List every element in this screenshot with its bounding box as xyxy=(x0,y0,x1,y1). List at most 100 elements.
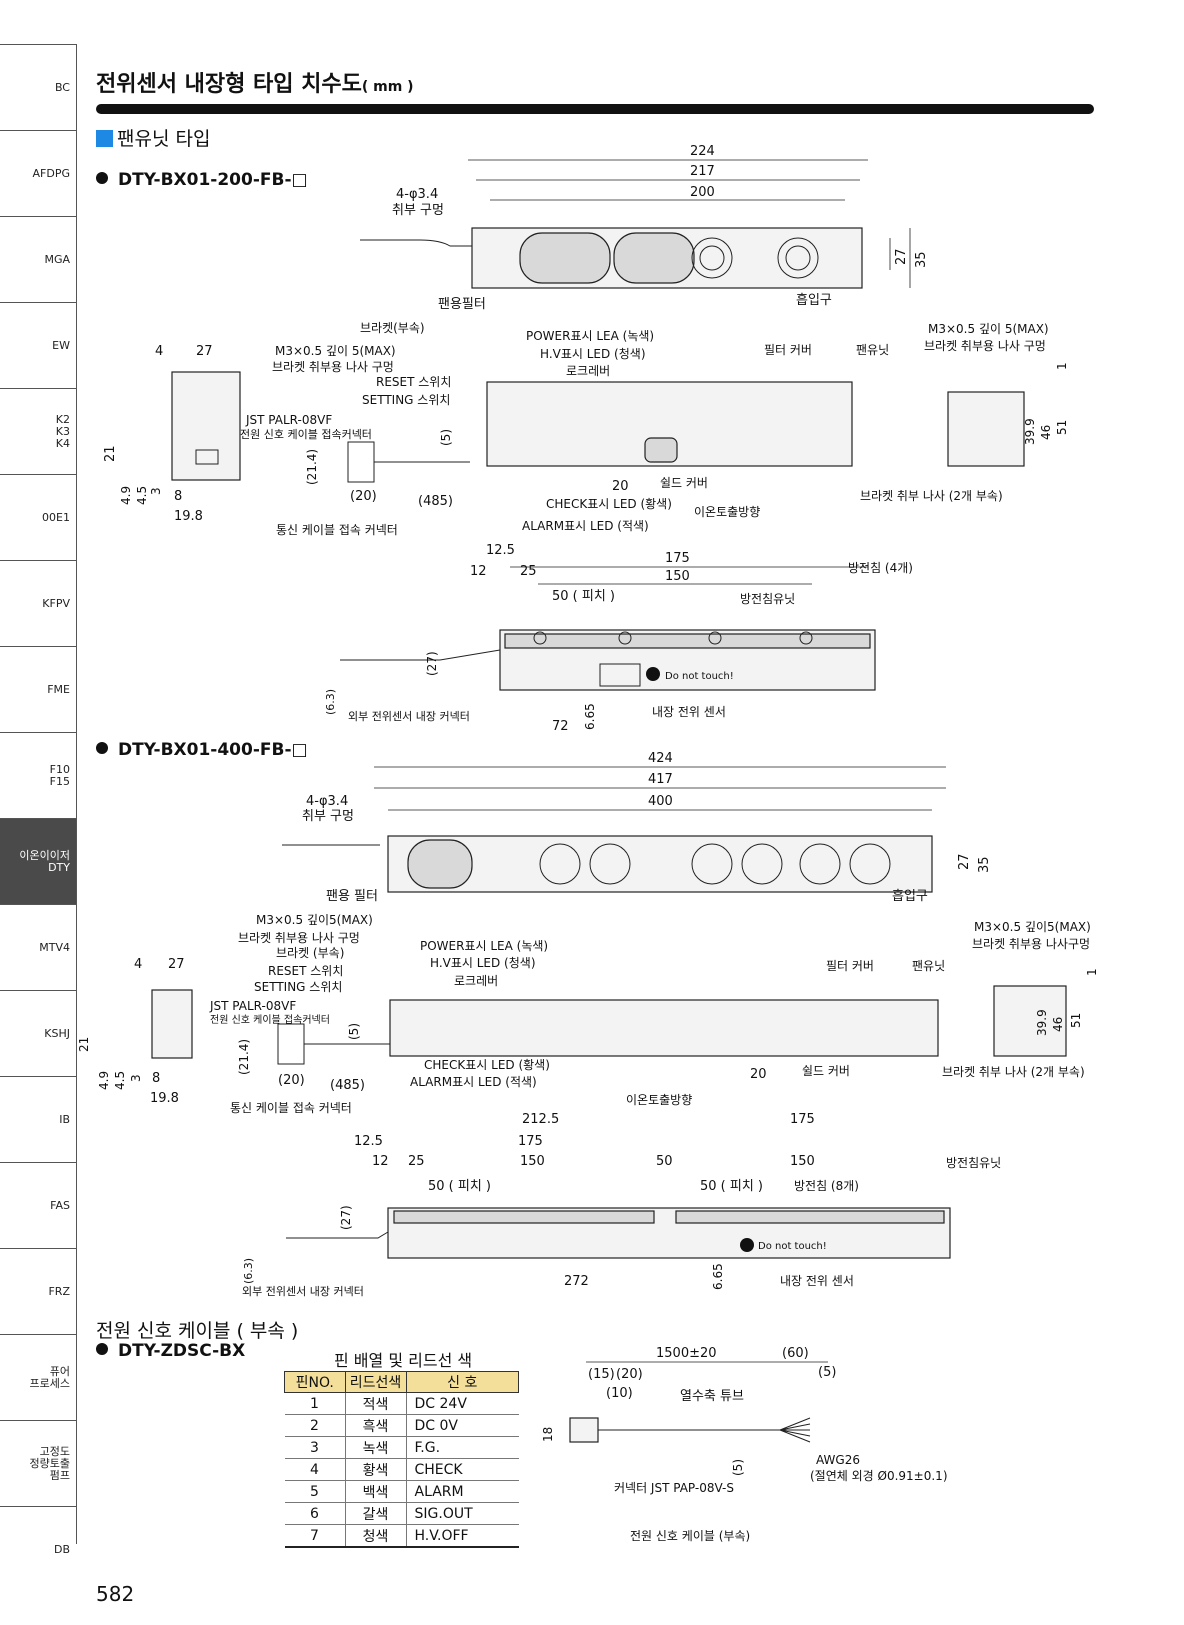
sidebar-tab-3[interactable]: EW xyxy=(0,302,76,388)
label: 방전침유닛 xyxy=(740,592,795,606)
label: 27 xyxy=(168,957,185,972)
label: 21 xyxy=(103,445,118,462)
label: 방전침 (4개) xyxy=(848,561,913,575)
sidebar-tab-15[interactable]: 퓨어 프로세스 xyxy=(0,1334,76,1420)
label: 150 xyxy=(790,1154,815,1169)
label: 8 xyxy=(174,489,182,504)
sidebar-tab-16[interactable]: 고정도 정량토출 펌프 xyxy=(0,1420,76,1506)
label: (5) xyxy=(731,1459,745,1476)
model1-front-view: 4 27 21 4.9 4.5 3 8 19.8 M3×0.5 깊이 5(MAX… xyxy=(103,321,1069,537)
label: 4 xyxy=(134,957,142,972)
label: (10) xyxy=(606,1386,633,1401)
dim-35: 35 xyxy=(914,251,929,268)
label: 브라켓 취부용 나사 구멍 xyxy=(272,360,394,374)
sidebar-tab-1[interactable]: AFDPG xyxy=(0,130,76,216)
label: 브라켓 취부용 나사구멍 xyxy=(972,937,1090,951)
section-cable: 전원 신호 케이블 ( 부속 ) xyxy=(96,1320,299,1342)
label: 25 xyxy=(408,1154,425,1169)
label: DTY-BX01-200-FB-□ xyxy=(118,170,308,190)
label: 필터 커버 xyxy=(764,343,812,357)
label: 이온토출방향 xyxy=(694,505,760,519)
label: 27 xyxy=(196,344,213,359)
dim-200: 200 xyxy=(690,185,715,200)
bullet-icon xyxy=(96,1343,108,1355)
bullet-icon xyxy=(96,172,108,184)
label: M3×0.5 깊이 5(MAX) xyxy=(275,344,396,358)
label: 212.5 xyxy=(522,1112,559,1127)
label: 4-φ3.4 xyxy=(306,794,348,809)
label: 내장 전위 센서 xyxy=(652,705,726,719)
table-cell: 녹색 xyxy=(344,1436,406,1459)
label: Do not touch! xyxy=(665,671,734,682)
label: 19.8 xyxy=(174,509,203,524)
sidebar-tab-0[interactable]: BC xyxy=(0,44,76,130)
dim-224: 224 xyxy=(690,144,715,159)
label: ALARM표시 LED (적색) xyxy=(522,519,649,533)
sidebar-tab-14[interactable]: FRZ xyxy=(0,1248,76,1334)
label: (5) xyxy=(818,1365,836,1380)
label: (485) xyxy=(330,1078,365,1093)
label: SETTING 스위치 xyxy=(254,980,342,994)
sidebar-tab-4[interactable]: K2 K3 K4 xyxy=(0,388,76,474)
table-cell: 1 xyxy=(284,1392,345,1415)
label: 4.9 xyxy=(119,486,133,505)
sidebar-tab-2[interactable]: MGA xyxy=(0,216,76,302)
label: 외부 전위센서 내장 커넥터 xyxy=(242,1285,364,1298)
label: 쉴드 커버 xyxy=(802,1064,850,1078)
label: 브라켓 취부 나사 (2개 부속) xyxy=(860,489,1003,503)
sidebar-tab-10[interactable]: MTV4 xyxy=(0,904,76,990)
label: 전원 신호 케이블 접속커넥터 xyxy=(210,1014,330,1026)
label: 쉴드 커버 xyxy=(660,476,708,490)
label: (21.4) xyxy=(305,449,319,485)
label: 12.5 xyxy=(354,1134,383,1149)
table-cell: DC 24V xyxy=(405,1392,519,1415)
bullet-icon xyxy=(96,742,108,754)
label: (21.4) xyxy=(237,1039,251,1075)
label: 150 xyxy=(665,569,690,584)
label: 열수축 튜브 xyxy=(680,1389,744,1404)
label: 필터 커버 xyxy=(826,959,874,973)
square-bullet-icon xyxy=(96,130,113,147)
label: 1 xyxy=(1055,362,1069,370)
label: M3×0.5 깊이 5(MAX) xyxy=(928,322,1049,336)
label: 통신 케이블 접속 커넥터 xyxy=(276,523,398,537)
label: 175 xyxy=(790,1112,815,1127)
label: CHECK표시 LED (황색) xyxy=(546,497,672,511)
table-cell: 갈색 xyxy=(344,1502,406,1525)
label: 19.8 xyxy=(150,1091,179,1106)
label: 팬유닛 타입 xyxy=(117,128,211,150)
sidebar-tab-9[interactable]: 이온이이저 DTY xyxy=(0,818,76,904)
label: 브라켓 (부속) xyxy=(276,946,344,960)
label: 커넥터 JST PAP-08V-S xyxy=(614,1481,734,1495)
sidebar-tab-12[interactable]: IB xyxy=(0,1076,76,1162)
sidebar-tab-13[interactable]: FAS xyxy=(0,1162,76,1248)
label: (절연체 외경 Ø0.91±0.1) xyxy=(810,1469,948,1483)
dim-217: 217 xyxy=(690,164,715,179)
table-cell: 7 xyxy=(284,1524,345,1548)
cable-drawing: 1500±20 (60) (15) (20) (5) (10) 열수축 튜브 1… xyxy=(541,1346,948,1543)
sidebar-tab-6[interactable]: KFPV xyxy=(0,560,76,646)
model2-top-view: 424 417 400 4-φ3.4 취부 구멍 27 35 팬용 필터 흡입구 xyxy=(282,751,992,904)
model1-bottom-view: 12.5 175 12 25 150 50 ( 피치 ) 방전침 (4개) 방전… xyxy=(324,543,913,734)
fan-filter-label: 팬용필터 xyxy=(438,297,486,312)
sidebar-tab-8[interactable]: F10 F15 xyxy=(0,732,76,818)
label: RESET 스위치 xyxy=(268,964,343,978)
sidebar-tab-5[interactable]: 00E1 xyxy=(0,474,76,560)
sidebar-tab-7[interactable]: FME xyxy=(0,646,76,732)
label: 팬유닛 xyxy=(856,343,889,357)
page-title: 전위센서 내장형 타입 치수도( mm ) xyxy=(96,66,414,98)
label: 로크레버 xyxy=(566,364,610,378)
label: M3×0.5 깊이5(MAX) xyxy=(256,913,373,927)
sidebar-tab-11[interactable]: KSHJ xyxy=(0,990,76,1076)
label: (20) xyxy=(616,1367,643,1382)
sidebar-tab-17[interactable]: DB xyxy=(0,1506,76,1592)
label: (20) xyxy=(278,1073,305,1088)
label: 400 xyxy=(648,794,673,809)
